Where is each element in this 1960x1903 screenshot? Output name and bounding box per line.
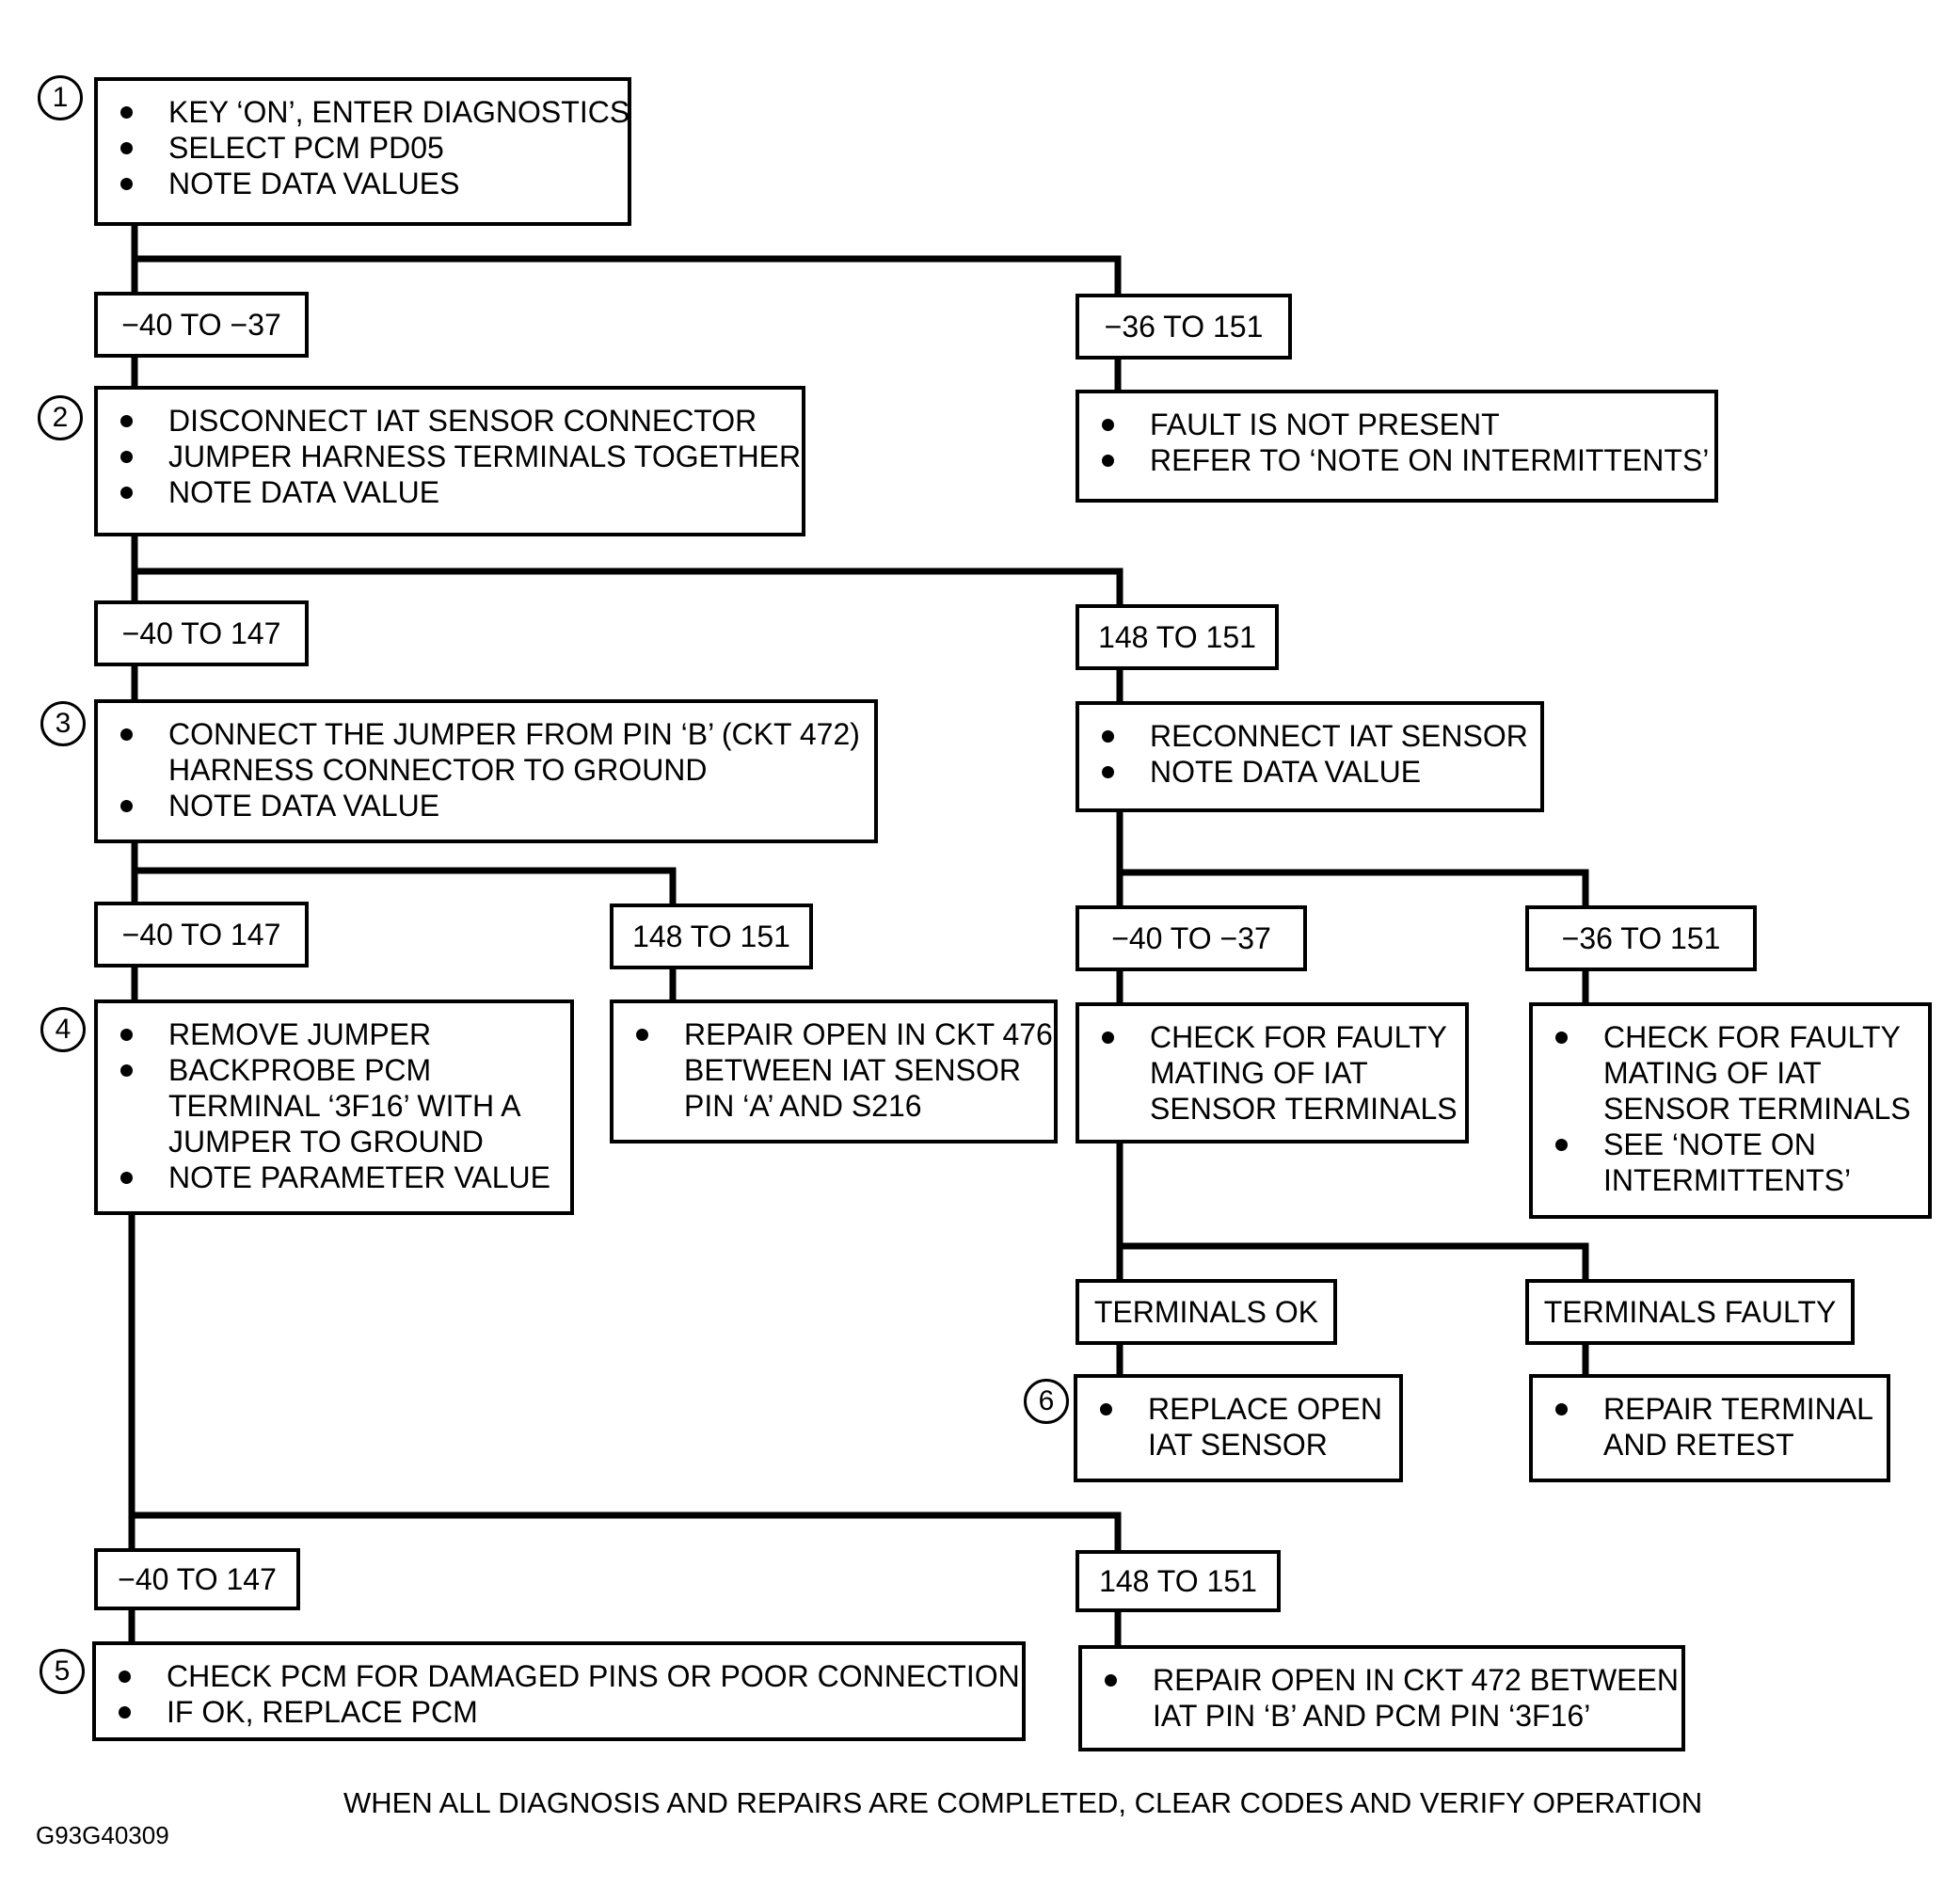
step-2-item: JUMPER HARNESS TERMINALS TOGETHER [117, 439, 801, 474]
step-1-item: KEY ‘ON’, ENTER DIAGNOSTICS [117, 94, 629, 130]
step-4-number: 4 [40, 1007, 86, 1052]
check-mating-item: SEE ‘NOTE ON INTERMITTENTS’ [1552, 1127, 1919, 1198]
step-3-box: CONNECT THE JUMPER FROM PIN ‘B’ (CKT 472… [94, 699, 878, 843]
range-label: 148 TO 151 [1076, 1550, 1281, 1612]
reconnect-item: RECONNECT IAT SENSOR [1098, 718, 1531, 754]
repair-ckt-472-item: REPAIR OPEN IN CKT 472 BETWEEN IAT PIN ‘… [1101, 1662, 1679, 1734]
fault-not-present-box: FAULT IS NOT PRESENT REFER TO ‘NOTE ON I… [1076, 390, 1718, 503]
reconnect-box: RECONNECT IAT SENSOR NOTE DATA VALUE [1076, 701, 1544, 812]
step-1-item: SELECT PCM PD05 [117, 130, 618, 166]
range-label: −36 TO 151 [1076, 294, 1292, 360]
repair-ckt-476-box: REPAIR OPEN IN CKT 476 BETWEEN IAT SENSO… [610, 999, 1058, 1143]
reconnect-item: NOTE DATA VALUE [1098, 754, 1531, 790]
range-label: −40 TO −37 [1076, 905, 1307, 971]
step-1-number: 1 [38, 75, 83, 120]
range-label: −36 TO 151 [1525, 905, 1757, 971]
step-1-box: KEY ‘ON’, ENTER DIAGNOSTICS SELECT PCM P… [94, 77, 631, 226]
repair-terminal-box: REPAIR TERMINAL AND RETEST [1529, 1374, 1890, 1482]
step-3-item: NOTE DATA VALUE [117, 788, 865, 824]
range-label: TERMINALS OK [1076, 1279, 1337, 1345]
figure-id: G93G40309 [36, 1821, 169, 1849]
step-3-number: 3 [40, 701, 86, 746]
step-4-box: REMOVE JUMPER BACKPROBE PCM TERMINAL ‘3F… [94, 999, 574, 1215]
repair-terminal-item: REPAIR TERMINAL AND RETEST [1552, 1391, 1877, 1463]
fault-not-present-item: REFER TO ‘NOTE ON INTERMITTENTS’ [1098, 442, 1709, 478]
step-5-number: 5 [40, 1649, 85, 1694]
range-label: −40 TO 147 [94, 902, 309, 967]
check-mating-item: CHECK FOR FAULTY MATING OF IAT SENSOR TE… [1098, 1019, 1458, 1127]
range-label: 148 TO 151 [610, 904, 813, 969]
check-mating-box: CHECK FOR FAULTY MATING OF IAT SENSOR TE… [1076, 1002, 1469, 1143]
range-label: −40 TO 147 [94, 600, 309, 666]
check-mating-item: CHECK FOR FAULTY MATING OF IAT SENSOR TE… [1552, 1019, 1919, 1127]
step-2-number: 2 [38, 395, 83, 440]
fault-not-present-item: FAULT IS NOT PRESENT [1098, 407, 1705, 442]
step-4-item: BACKPROBE PCM TERMINAL ‘3F16’ WITH A JUM… [117, 1052, 561, 1159]
step-2-item: DISCONNECT IAT SENSOR CONNECTOR [117, 403, 792, 439]
repair-ckt-472-box: REPAIR OPEN IN CKT 472 BETWEEN IAT PIN ‘… [1078, 1645, 1685, 1751]
step-6-item: REPLACE OPEN IAT SENSOR [1096, 1391, 1390, 1463]
step-2-box: DISCONNECT IAT SENSOR CONNECTOR JUMPER H… [94, 386, 805, 536]
step-3-item: CONNECT THE JUMPER FROM PIN ‘B’ (CKT 472… [117, 716, 865, 788]
range-label: 148 TO 151 [1076, 604, 1279, 670]
step-5-box: CHECK PCM FOR DAMAGED PINS OR POOR CONNE… [92, 1641, 1026, 1741]
step-2-item: NOTE DATA VALUE [117, 474, 792, 510]
range-label: TERMINALS FAULTY [1525, 1279, 1855, 1345]
range-label: −40 TO −37 [94, 292, 309, 358]
check-mating-intermittents-box: CHECK FOR FAULTY MATING OF IAT SENSOR TE… [1529, 1002, 1932, 1219]
step-6-number: 6 [1024, 1379, 1069, 1424]
range-label: −40 TO 147 [94, 1548, 300, 1610]
step-1-item: NOTE DATA VALUES [117, 166, 618, 201]
repair-ckt-476-item: REPAIR OPEN IN CKT 476 BETWEEN IAT SENSO… [632, 1016, 1053, 1124]
step-4-item: REMOVE JUMPER [117, 1016, 561, 1052]
step-5-item: IF OK, REPLACE PCM [115, 1694, 1012, 1730]
step-5-item: CHECK PCM FOR DAMAGED PINS OR POOR CONNE… [115, 1658, 1020, 1694]
step-6-box: REPLACE OPEN IAT SENSOR [1074, 1374, 1403, 1482]
step-4-item: NOTE PARAMETER VALUE [117, 1159, 561, 1195]
completion-note: WHEN ALL DIAGNOSIS AND REPAIRS ARE COMPL… [343, 1786, 1703, 1819]
